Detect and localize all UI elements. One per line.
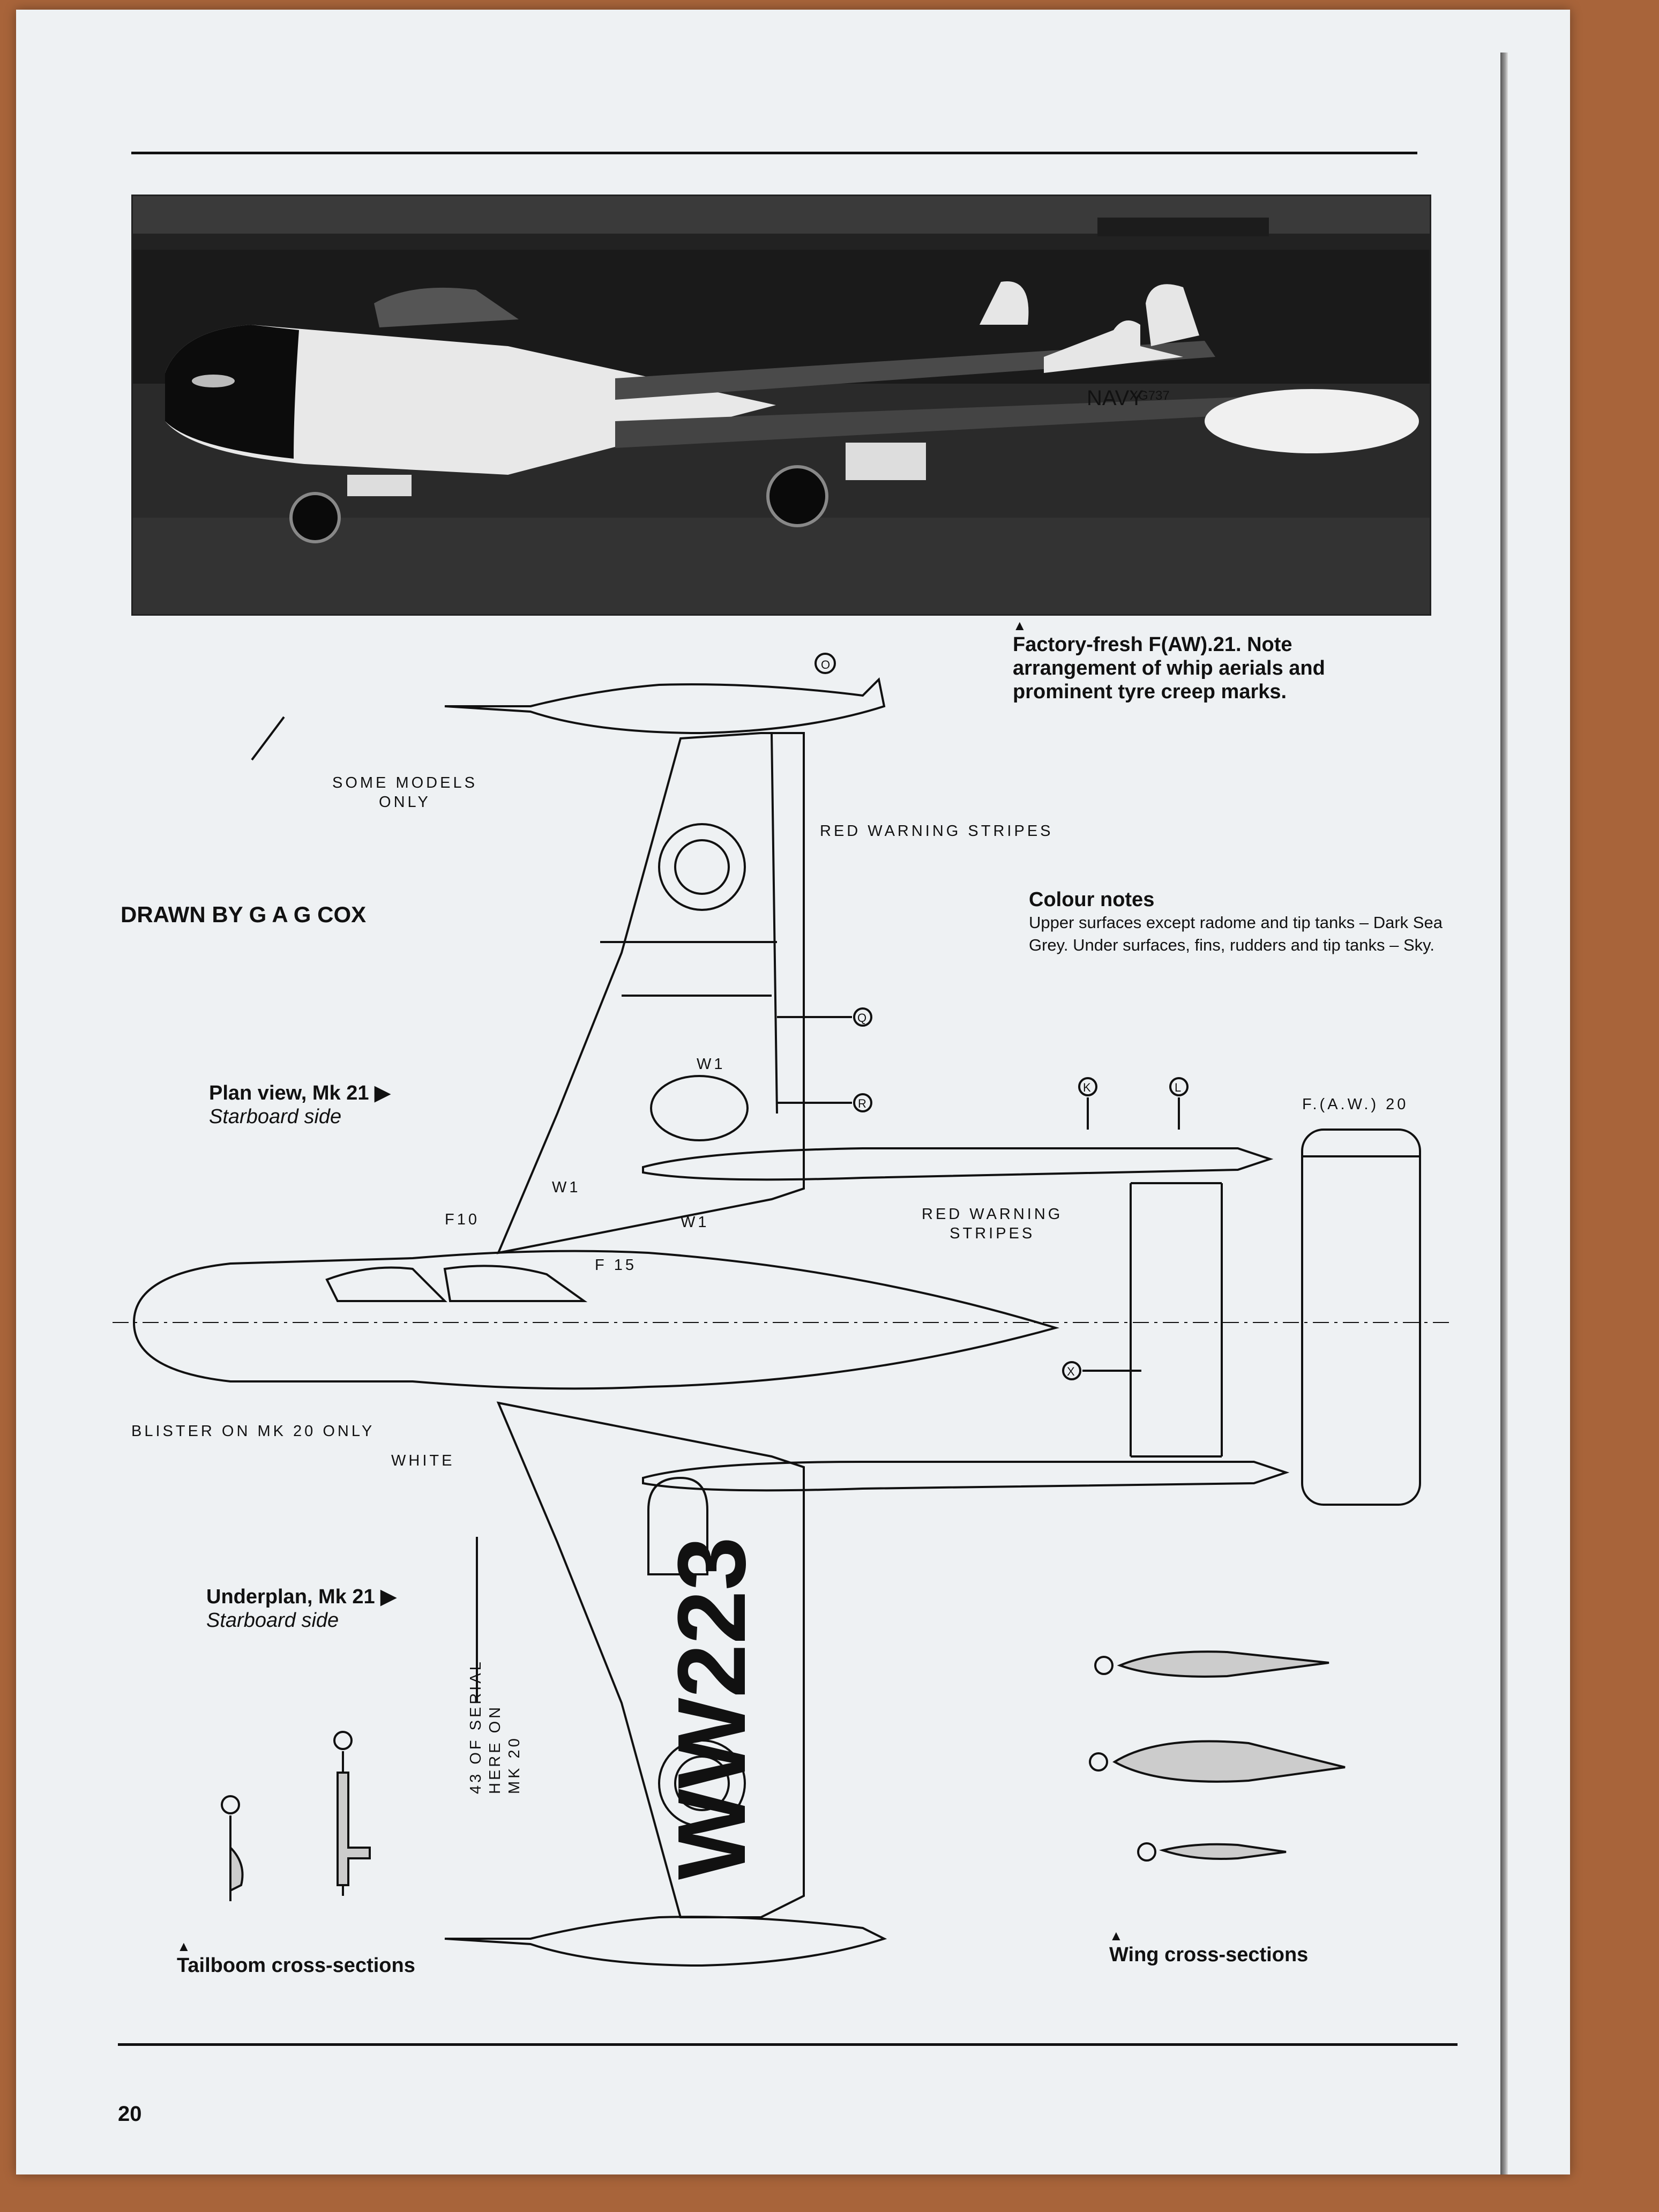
red-warning-mid-line-1: RED WARNING [922, 1206, 1063, 1223]
plan-view-title: Plan view, Mk 21 ▶ [209, 1082, 391, 1104]
bottom-rule [118, 2043, 1458, 2046]
marker-x: X [1067, 1365, 1075, 1378]
label-w1-b: W1 [552, 1179, 581, 1196]
faw20-label: F.(A.W.) 20 [1302, 1096, 1409, 1113]
wing-caption-text: Wing cross-sections [1109, 1944, 1309, 1966]
label-w1-a: W1 [697, 1056, 726, 1073]
serial-note-line-3: MK 20 [506, 1736, 523, 1794]
top-rule [131, 152, 1417, 154]
colour-notes: Colour notes Upper surfaces except radom… [1029, 888, 1458, 956]
underplan-label: Underplan, Mk 21 ▶ Starboard side [206, 1585, 396, 1632]
page-number: 20 [118, 2102, 142, 2126]
tailboom-marker: ▲ [177, 1938, 191, 1954]
plan-view-drawing: O [113, 631, 1484, 2024]
label-f15: F 15 [595, 1257, 637, 1274]
marker-q: Q [857, 1011, 866, 1025]
blister-note: BLISTER ON MK 20 ONLY [131, 1423, 375, 1440]
red-warning-mid-line-2: STRIPES [950, 1225, 1035, 1242]
plan-view-subtitle: Starboard side [209, 1105, 342, 1128]
underplan-serial: WW223 [658, 1537, 766, 1880]
serial-note: 43 OF SERIAL HERE ON MK 20 [466, 1623, 524, 1794]
serial-note-line-1: 43 OF SERIAL [467, 1659, 484, 1794]
some-models-line-1: SOME MODELS [332, 774, 477, 791]
caption-marker: ▲ [1013, 617, 1027, 633]
serial-note-line-2: HERE ON [487, 1704, 504, 1794]
label-w1-c: W1 [681, 1214, 709, 1231]
red-warning-stripes-mid: RED WARNING STRIPES [922, 1205, 1063, 1243]
drawn-by-credit: DRAWN BY G A G COX [121, 902, 367, 927]
photo-caption: ▲ Factory-fresh F(AW).21. Note arrangeme… [1013, 618, 1399, 704]
plan-view-label: Plan view, Mk 21 ▶ Starboard side [209, 1081, 390, 1129]
marker-r: R [858, 1097, 866, 1110]
colour-notes-heading: Colour notes [1029, 888, 1155, 911]
tailboom-caption-text: Tailboom cross-sections [177, 1954, 415, 1977]
wing-caption: ▲ Wing cross-sections [1109, 1928, 1308, 1967]
some-models-note: SOME MODELS ONLY [332, 773, 477, 812]
marker-l: L [1175, 1081, 1181, 1094]
marker-k: K [1083, 1081, 1091, 1094]
aircraft-photo: NAVY XG737 [131, 195, 1431, 616]
tailboom-caption: ▲ Tailboom cross-sections [177, 1939, 415, 1977]
underplan-title: Underplan, Mk 21 ▶ [206, 1586, 397, 1608]
underplan-subtitle: Starboard side [206, 1609, 339, 1632]
marker-o: O [821, 658, 830, 671]
colour-notes-body: Upper surfaces except radome and tip tan… [1029, 913, 1443, 954]
photo-caption-text: Factory-fresh F(AW).21. Note arrangement… [1013, 633, 1325, 703]
some-models-line-2: ONLY [379, 794, 431, 811]
wing-marker: ▲ [1109, 1927, 1123, 1944]
label-f10: F10 [445, 1211, 480, 1228]
magazine-page: NAVY XG737 ▲ Factory-fresh F(AW).21. Not… [16, 10, 1570, 2174]
red-warning-stripes-top: RED WARNING STRIPES [820, 823, 1053, 840]
photo-serial: XG737 [1130, 388, 1170, 403]
page-edge-shadow [1500, 53, 1508, 2174]
photo-tail-lettering: NAVY [1087, 386, 1144, 410]
white-note: WHITE [391, 1452, 455, 1469]
